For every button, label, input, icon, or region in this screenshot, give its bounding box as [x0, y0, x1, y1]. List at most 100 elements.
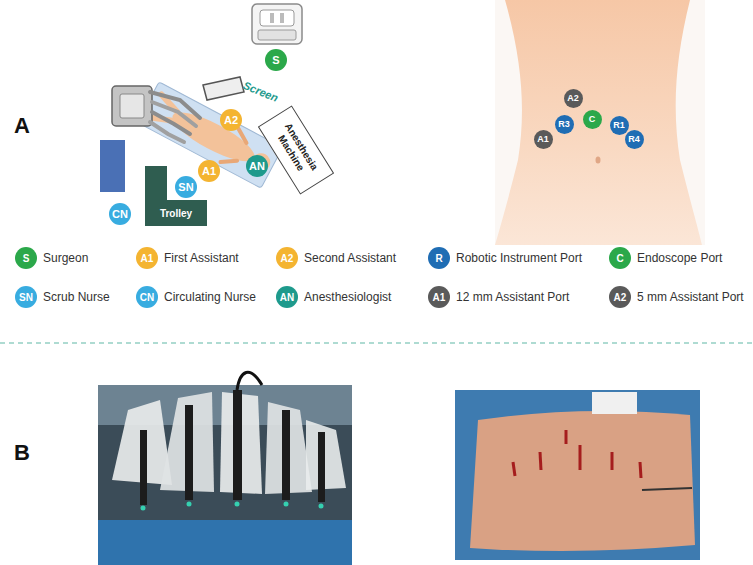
robot-photo: [98, 372, 352, 565]
node-text: Anesthesia Machine: [267, 114, 324, 186]
robot-photo: [185, 405, 193, 500]
trolley-shape: [145, 166, 207, 226]
incision-photo: [592, 392, 637, 414]
node-text: A2: [224, 115, 238, 126]
legend-text: Surgeon: [43, 251, 88, 265]
robot-cart: [150, 122, 184, 142]
incision-photo: [565, 430, 568, 444]
surgeon-console: [258, 30, 296, 40]
legend-letter: SN: [19, 292, 33, 303]
legend-text: Circulating Nurse: [164, 290, 256, 304]
robot-cart: [152, 112, 190, 134]
panel-letter: B: [14, 440, 30, 466]
legend-letter: AN: [280, 292, 294, 303]
incision-photo: [470, 411, 695, 551]
screen-shape: [203, 77, 244, 100]
legend-text: Robotic Instrument Port: [456, 251, 582, 265]
legend-swatch: CN: [136, 286, 158, 308]
operating-table: [221, 154, 238, 169]
robot-photo: [98, 385, 352, 565]
panel-letter: A: [14, 113, 30, 139]
incision-photo: [640, 462, 641, 478]
robot-photo: [140, 430, 147, 505]
legend-text: Scrub Nurse: [43, 290, 110, 304]
role-circle: SN: [175, 176, 197, 198]
legend-swatch: R: [428, 247, 450, 269]
node-text: AN: [249, 161, 265, 172]
port-circle: A1: [534, 130, 553, 149]
legend-text: Endoscope Port: [637, 251, 722, 265]
robot-photo: [319, 504, 324, 509]
role-circle: A1: [198, 160, 220, 182]
legend-text: 5 mm Assistant Port: [637, 290, 744, 304]
incision-photo: [455, 390, 700, 560]
robot-photo: [318, 432, 325, 502]
legend-swatch: A2: [609, 286, 631, 308]
legend-swatch: A2: [276, 247, 298, 269]
surgeon-console: [280, 13, 284, 23]
legend-text: Second Assistant: [304, 251, 396, 265]
role-circle: CN: [109, 203, 131, 225]
trolley-box: Trolley: [145, 166, 207, 226]
node-text: Trolley: [145, 207, 207, 220]
node-text: S: [272, 55, 279, 66]
incision-photo: [579, 445, 582, 470]
legend-swatch: S: [15, 247, 37, 269]
legend-text: First Assistant: [164, 251, 239, 265]
legend-letter: A1: [433, 292, 446, 303]
incision-photo: [540, 452, 541, 470]
legend-letter: A2: [281, 253, 294, 264]
abdomen-figure: [495, 0, 702, 245]
node-text: R3: [558, 120, 570, 129]
surgeon-console: [252, 4, 302, 44]
incision-photo: [611, 452, 614, 470]
port-circle: A2: [564, 89, 583, 108]
node-text: CN: [112, 209, 128, 220]
robot-photo: [235, 502, 240, 507]
port-circle: R3: [555, 115, 574, 134]
legend-letter: CN: [140, 292, 154, 303]
legend-text: Anesthesiologist: [304, 290, 391, 304]
robot-cart: [112, 86, 152, 126]
legend-letter: A2: [614, 292, 627, 303]
robot-photo: [237, 372, 262, 390]
incision-photo: [455, 390, 700, 560]
operating-table: [234, 129, 251, 144]
node-text: SN: [178, 182, 193, 193]
role-circle: AN: [246, 155, 268, 177]
screen-label: Screen: [242, 79, 281, 104]
incision-photo: [642, 488, 692, 490]
robot-photo: [284, 502, 289, 507]
legend-letter: C: [616, 253, 623, 264]
port-circle: R1: [610, 116, 629, 135]
operating-table: [249, 150, 273, 174]
robot-photo: [233, 390, 242, 500]
node-text: A1: [202, 166, 216, 177]
node-text: R4: [628, 135, 640, 144]
node-text: R1: [613, 121, 625, 130]
legend-swatch: A1: [136, 247, 158, 269]
role-circle: A2: [220, 109, 242, 131]
legend-letter: R: [435, 253, 442, 264]
legend-swatch: AN: [276, 286, 298, 308]
robot-photo: [141, 506, 146, 511]
port-circle: C: [583, 110, 602, 129]
port-circle: R4: [625, 130, 644, 149]
legend-swatch: C: [609, 247, 631, 269]
abdomen-figure: [495, 0, 705, 245]
legend-letter: S: [23, 253, 30, 264]
legend-text: 12 mm Assistant Port: [456, 290, 569, 304]
robot-photo: [187, 502, 192, 507]
legend-letter: A1: [141, 253, 154, 264]
surgeon-console: [252, 4, 302, 44]
abdomen-figure: [596, 157, 601, 164]
robot-cart: [112, 86, 200, 142]
surgeon-console: [270, 13, 274, 23]
robot-cart: [120, 94, 144, 118]
node-text: A1: [537, 135, 549, 144]
surgeon-console: [260, 10, 294, 26]
robot-photo: [282, 410, 290, 500]
robot-photo: [98, 520, 352, 565]
